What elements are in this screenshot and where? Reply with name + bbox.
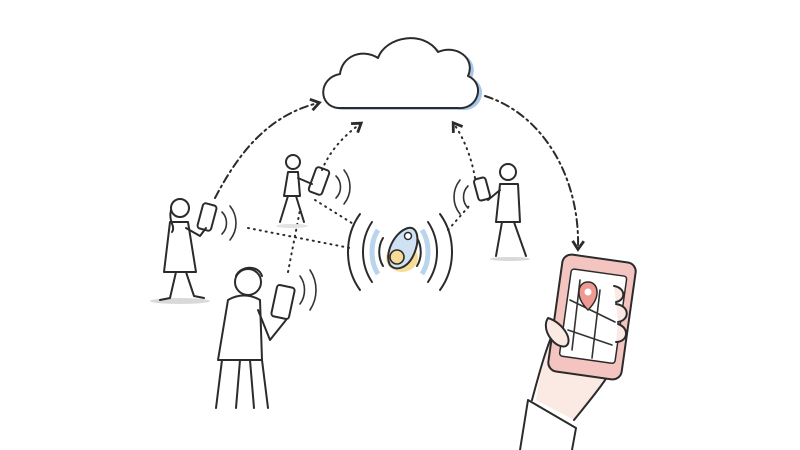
tracker-tag-icon (347, 213, 453, 291)
upload-arrow-left (214, 97, 322, 199)
person-woman-left (150, 198, 237, 304)
bluetooth-link-man (287, 209, 301, 273)
hand-holding-phone (519, 253, 637, 450)
person-man-front (215, 266, 317, 409)
upload-arrow-center-left (321, 121, 364, 171)
map-pin-icon (578, 281, 598, 312)
signal-waves-icon (347, 213, 453, 291)
cloud-icon (322, 37, 483, 111)
bluetooth-link-walker (314, 199, 356, 226)
upload-arrow-center-right (451, 120, 476, 179)
person-walking-center (276, 154, 351, 228)
smartphone-icon (307, 166, 331, 196)
download-arrow-right (484, 95, 585, 252)
bluetooth-link-right (447, 204, 471, 231)
bluetooth-link-left (247, 227, 351, 249)
smartphone-icon (473, 176, 491, 202)
person-man-right (453, 163, 530, 261)
smartphone-icon (270, 284, 296, 320)
smartphone-icon (196, 202, 218, 232)
